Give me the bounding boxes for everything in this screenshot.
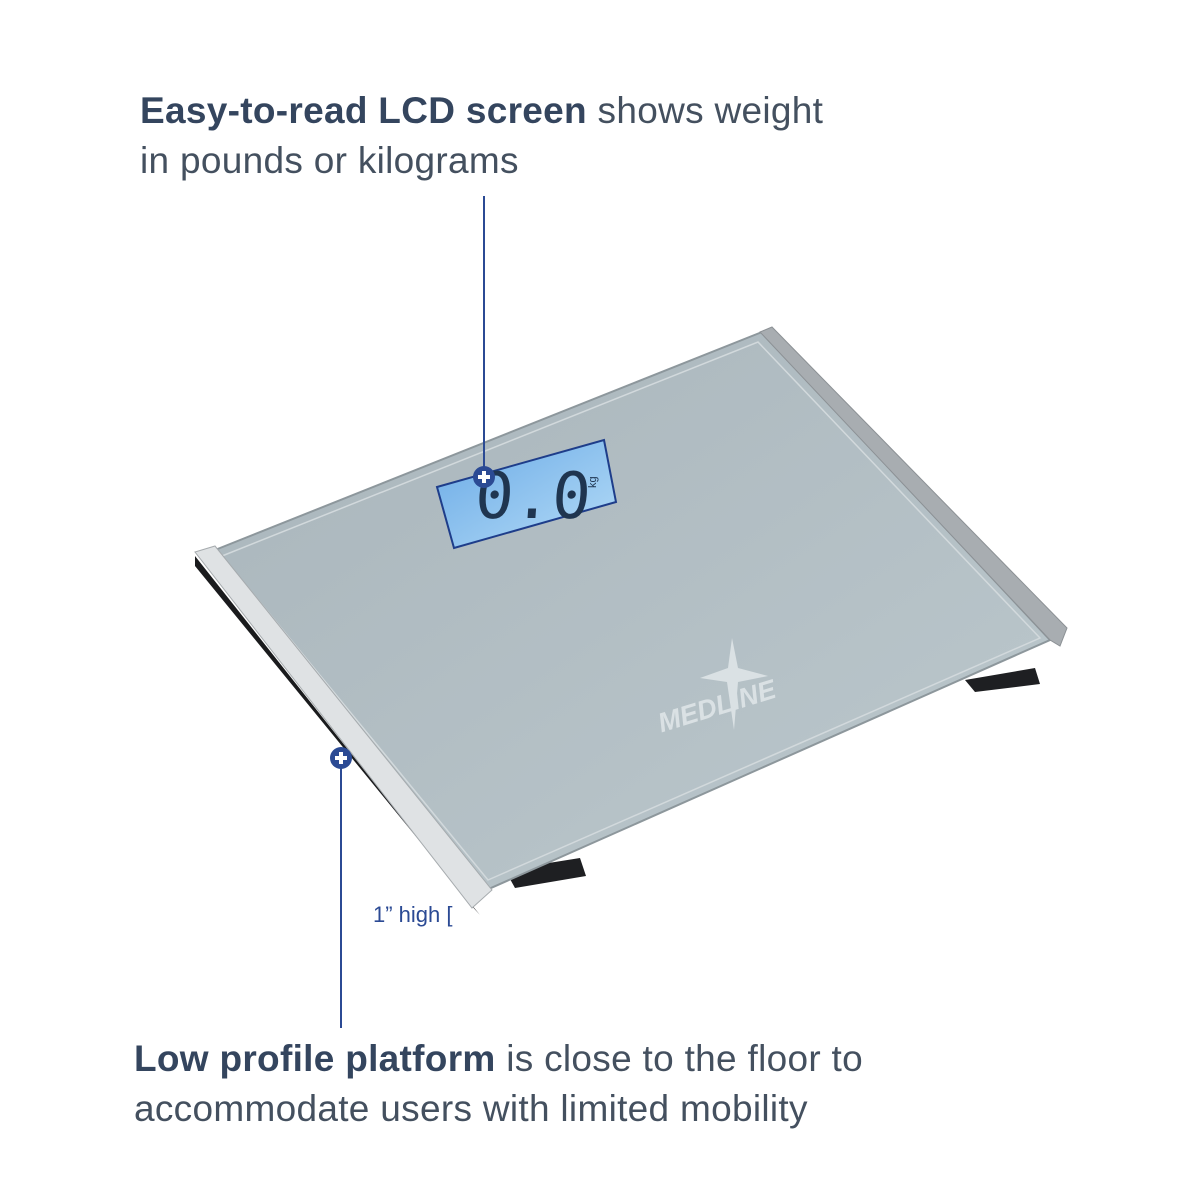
glass-inner-edge	[220, 341, 1042, 881]
plus-circle-icon[interactable]	[330, 747, 352, 769]
platform-callout-line2: accommodate users with limited mobility	[134, 1088, 808, 1129]
lcd-unit: kg	[587, 476, 599, 488]
lcd-callout-rest: shows weight	[586, 90, 824, 131]
left-rail	[194, 545, 493, 909]
plus-circle-icon[interactable]	[473, 466, 495, 488]
platform-callout-rest: is close to the floor to	[495, 1038, 864, 1079]
lcd-callout-line2: in pounds or kilograms	[140, 140, 519, 181]
platform-callout-bold: Low profile platform	[134, 1038, 496, 1079]
lcd-screen	[435, 438, 618, 550]
lcd-callout-bold: Easy-to-read LCD screen	[140, 90, 587, 131]
platform-callout-text: Low profile platform is close to the flo…	[134, 1034, 863, 1134]
right-rail	[759, 326, 1068, 647]
lcd-callout-text: Easy-to-read LCD screen shows weight in …	[140, 86, 823, 186]
foot-right	[965, 668, 1040, 692]
height-label: 1” high [	[373, 902, 453, 927]
foot-bottom	[505, 858, 586, 888]
